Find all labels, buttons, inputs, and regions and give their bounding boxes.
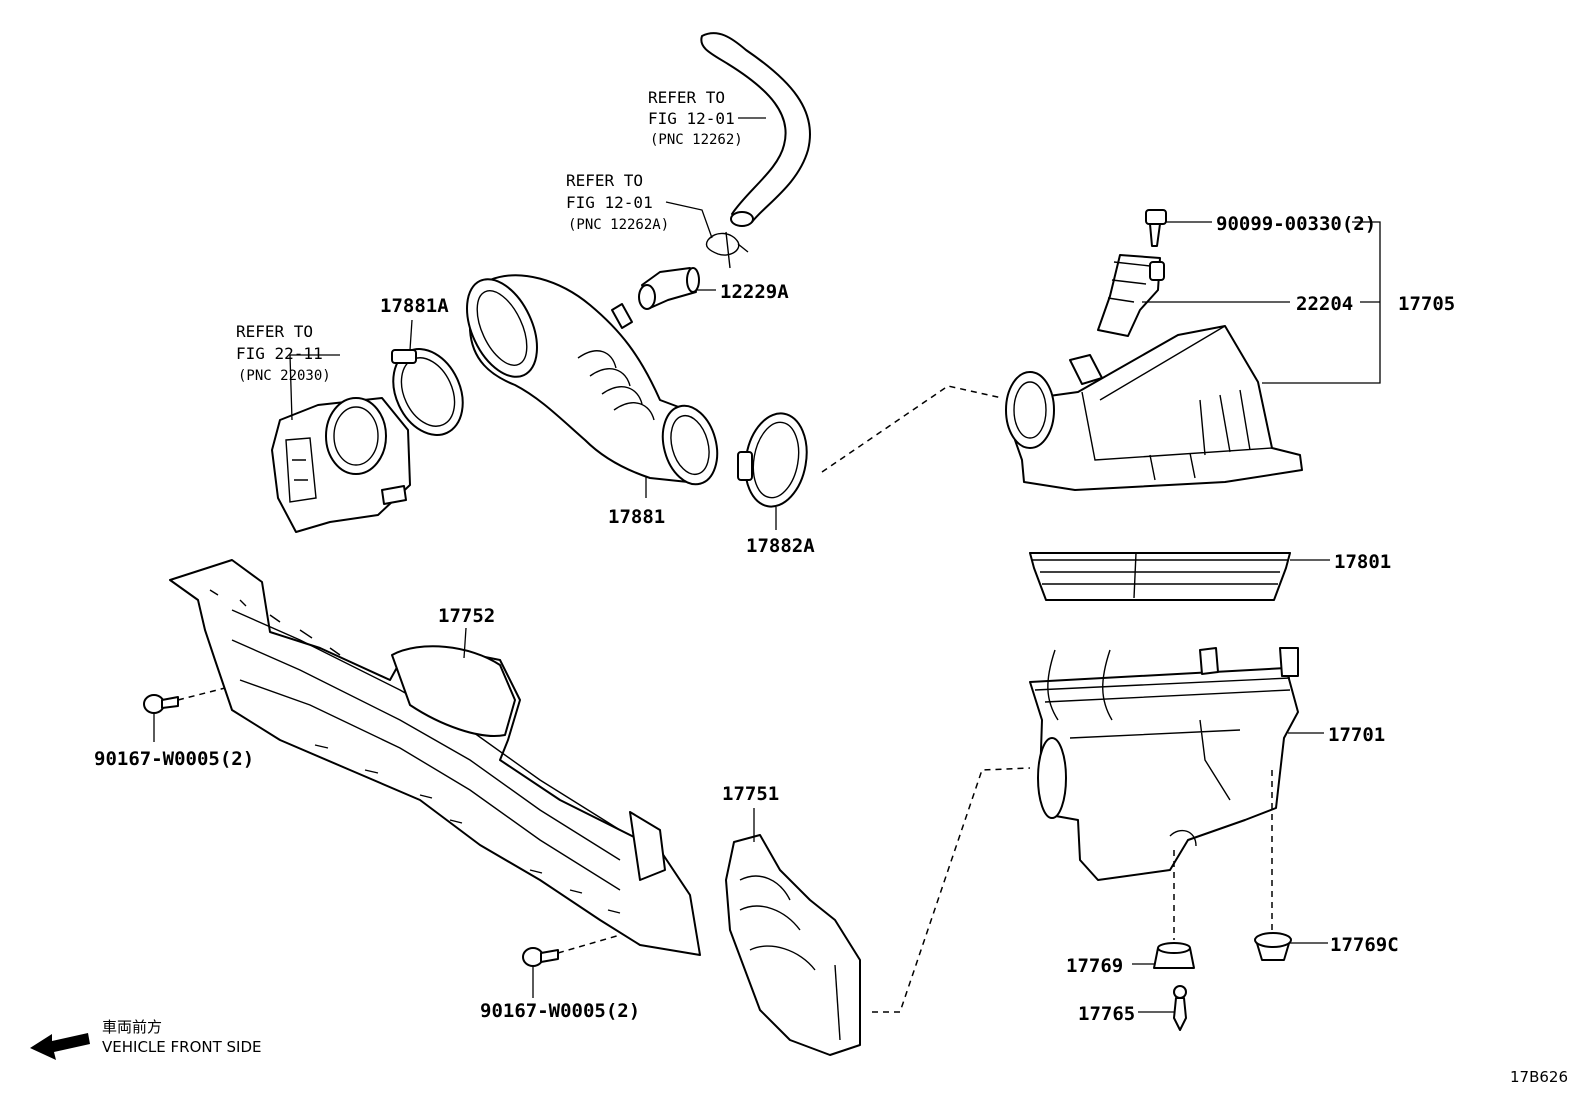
label-90167-left: 90167-W0005(2) <box>94 748 254 770</box>
label-90099: 90099-00330(2) <box>1216 213 1376 235</box>
ref-line3: (PNC 12262) <box>650 132 743 148</box>
label-17765: 17765 <box>1078 1003 1135 1025</box>
clamp-17882A <box>737 412 808 508</box>
leader-lines <box>153 117 1381 1013</box>
air-filter-17801 <box>1029 552 1291 601</box>
throttle-body <box>271 397 411 533</box>
label-12229A: 12229A <box>720 281 789 303</box>
air-cleaner-case-17701 <box>1029 647 1299 881</box>
clamp-17881A <box>391 348 464 436</box>
connection-line-cap <box>821 385 1003 473</box>
vehicle-front-indicator: 車両前方 VEHICLE FRONT SIDE <box>30 1018 262 1060</box>
label-17769: 17769 <box>1066 955 1123 977</box>
ref-line3: (PNC 22030) <box>238 368 331 384</box>
ref-line1: REFER TO <box>648 88 725 107</box>
intake-hose-17881 <box>466 274 719 486</box>
bolt-90167-right <box>522 947 559 967</box>
hose-clip <box>705 231 749 269</box>
vacuum-hose <box>700 32 811 227</box>
pin-17765 <box>1173 985 1187 1031</box>
reference-note-clip: REFER TO FIG 12-01 (PNC 12262A) <box>566 171 669 233</box>
label-17751: 17751 <box>722 783 779 805</box>
nipple-12229A <box>638 267 700 310</box>
air-cleaner-cap-17705 <box>1005 325 1303 491</box>
label-17769C: 17769C <box>1330 934 1399 956</box>
label-17701: 17701 <box>1328 724 1385 746</box>
ref-line1: REFER TO <box>236 322 313 341</box>
inlet-duct-17752 <box>169 559 701 956</box>
label-22204: 22204 <box>1296 293 1353 315</box>
ref-line2: FIG 22-11 <box>236 344 323 363</box>
grommet-17769C <box>1254 932 1292 961</box>
front-arrow-icon <box>30 1033 90 1060</box>
screw-90099 <box>1145 209 1167 247</box>
ref-line3: (PNC 12262A) <box>568 217 669 233</box>
direction-label-en: VEHICLE FRONT SIDE <box>102 1038 262 1056</box>
reference-note-throttle: REFER TO FIG 22-11 (PNC 22030) <box>236 322 331 384</box>
label-17752: 17752 <box>438 605 495 627</box>
label-17881: 17881 <box>608 506 665 528</box>
label-17705: 17705 <box>1398 293 1455 315</box>
direction-label-jp: 車両前方 <box>102 1018 162 1036</box>
connection-line-bolt-left <box>177 687 226 701</box>
label-17881A: 17881A <box>380 295 449 317</box>
air-flow-meter-22204 <box>1097 254 1165 337</box>
ref-line2: FIG 12-01 <box>648 109 735 128</box>
diagram-code: 17B626 <box>1510 1068 1568 1086</box>
inlet-duct-17751 <box>725 834 861 1056</box>
connection-line-bolt-right <box>557 934 621 954</box>
connection-line-case <box>872 767 1031 1013</box>
ref-line2: FIG 12-01 <box>566 193 653 212</box>
reference-note-hose: REFER TO FIG 12-01 (PNC 12262) <box>648 88 743 148</box>
label-90167-right: 90167-W0005(2) <box>480 1000 640 1022</box>
bolt-90167-left <box>143 694 179 714</box>
label-17882A: 17882A <box>746 535 815 557</box>
grommet-17769 <box>1153 942 1195 969</box>
ref-line1: REFER TO <box>566 171 643 190</box>
label-17801: 17801 <box>1334 551 1391 573</box>
